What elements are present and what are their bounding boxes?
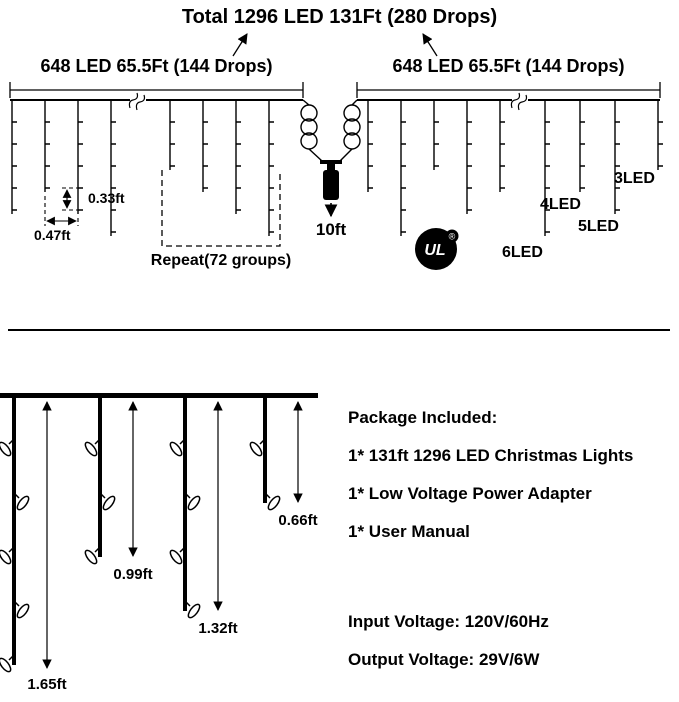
bulb-icon — [0, 438, 15, 457]
drop-length-066-label: 0.66ft — [278, 512, 318, 529]
ul-logo-text: UL — [424, 242, 445, 259]
light-drop — [77, 100, 83, 214]
light-drop — [579, 100, 585, 192]
light-drop — [499, 100, 505, 192]
main-wire-thick — [0, 393, 318, 398]
right-span-dimension — [356, 82, 661, 98]
bulb-icon — [169, 438, 186, 457]
wire-break-icon — [510, 92, 528, 111]
top-wiring-diagram: UL ® — [9, 33, 663, 270]
top-drops-group — [11, 100, 663, 236]
repeat-label: Repeat(72 groups) — [150, 252, 292, 269]
output-voltage-label: Output Voltage: 29V/6W — [348, 650, 540, 669]
right-span-label: 648 LED 65.5Ft (144 Drops) — [392, 56, 625, 76]
drop-length-dimensions — [42, 401, 303, 669]
bulb-icon — [0, 546, 15, 565]
drop-3led-label: 3LED — [614, 170, 655, 187]
light-drop — [169, 100, 175, 170]
bulb-icon — [99, 492, 116, 511]
bulb-icon — [13, 600, 30, 619]
light-drop — [11, 100, 17, 214]
drop-spacing-label: 0.47ft — [34, 227, 71, 243]
power-cord-coil-left — [300, 99, 323, 162]
left-span-label: 648 LED 65.5Ft (144 Drops) — [40, 56, 273, 76]
bulb-icon — [0, 654, 15, 673]
light-drop — [202, 100, 208, 192]
bulb-icon — [249, 438, 266, 457]
power-cord-coil-right — [339, 99, 361, 162]
light-drop — [466, 100, 472, 214]
bulb-icon — [13, 492, 30, 511]
drop-5led-label: 5LED — [578, 218, 619, 235]
light-drop — [400, 100, 406, 236]
power-plug-icon — [320, 160, 342, 200]
light-drop — [44, 100, 50, 192]
drop-6led-label: 6LED — [502, 244, 543, 261]
bottom-drop-length-diagram — [0, 393, 318, 673]
bulb-icon — [84, 438, 101, 457]
bulb-icon — [169, 546, 186, 565]
page-title: Total 1296 LED 131Ft (280 Drops) — [181, 6, 498, 28]
bulb-icon — [264, 492, 281, 511]
section-divider — [8, 329, 670, 331]
bottom-drops-group — [0, 395, 281, 673]
title-arrow-right — [422, 33, 438, 57]
package-heading: Package Included: — [348, 408, 498, 427]
light-drop — [268, 100, 274, 236]
input-voltage-label: Input Voltage: 120V/60Hz — [348, 612, 549, 631]
light-drop — [367, 100, 373, 192]
drop-spacing-dimension — [44, 196, 79, 226]
light-drop — [433, 100, 439, 170]
led-spacing-dimension — [62, 187, 80, 211]
drop-length-132-label: 1.32ft — [198, 620, 238, 637]
drop-length-099-label: 0.99ft — [113, 566, 153, 583]
package-item-manual: 1* User Manual — [348, 522, 470, 541]
title-arrow-left — [232, 33, 248, 57]
light-drop — [614, 100, 620, 214]
light-drop — [544, 100, 550, 236]
left-span-dimension — [9, 82, 304, 98]
ul-certification-icon: UL ® — [415, 228, 459, 270]
ul-registered-mark: ® — [449, 232, 456, 242]
lead-length-label: 10ft — [315, 220, 347, 239]
light-drop — [235, 100, 241, 214]
light-drop — [657, 100, 663, 170]
package-item-lights: 1* 131ft 1296 LED Christmas Lights — [348, 446, 634, 465]
light-drop — [110, 100, 116, 236]
drop-length-165-label: 1.65ft — [27, 676, 67, 693]
wire-break-icon — [128, 92, 146, 111]
drop-4led-label: 4LED — [540, 196, 581, 213]
package-item-adapter: 1* Low Voltage Power Adapter — [348, 484, 592, 503]
led-spacing-label: 0.33ft — [88, 190, 125, 206]
bulb-icon — [184, 600, 201, 619]
bulb-icon — [84, 546, 101, 565]
bulb-icon — [184, 492, 201, 511]
repeat-group-box — [161, 170, 281, 247]
